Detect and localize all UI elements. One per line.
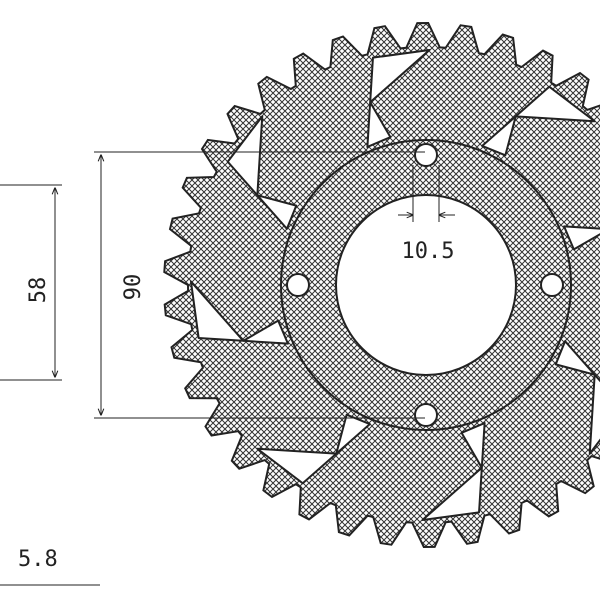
- center-bore: [335, 194, 517, 376]
- bolt-hole: [286, 273, 310, 297]
- dimension-58: 58: [0, 184, 62, 381]
- bolt-hole: [414, 403, 438, 427]
- dimension-label-58: 58: [26, 277, 51, 304]
- lightening-cutout: [481, 85, 596, 157]
- dimension-label-10-5: 10.5: [402, 239, 455, 264]
- lightening-cutout: [226, 115, 298, 230]
- dimension-90: 90: [94, 151, 425, 419]
- lightening-cutout: [421, 422, 486, 522]
- lightening-cutout: [366, 48, 431, 148]
- dimension-10-5: 10.5: [398, 165, 455, 264]
- lightening-cutout: [554, 340, 600, 455]
- lightening-cutout: [563, 225, 600, 290]
- bolt-hole: [540, 273, 564, 297]
- dimension-label-5-8: 5.8: [18, 547, 58, 572]
- lightening-cutout: [189, 280, 289, 345]
- dimension-label-90: 90: [121, 274, 146, 301]
- hub-ring: [280, 139, 572, 431]
- lightening-cutout: [256, 413, 371, 485]
- sprocket-body: [163, 21, 600, 549]
- bolt-hole: [414, 143, 438, 167]
- dimension-5-8: 5.8: [0, 547, 100, 586]
